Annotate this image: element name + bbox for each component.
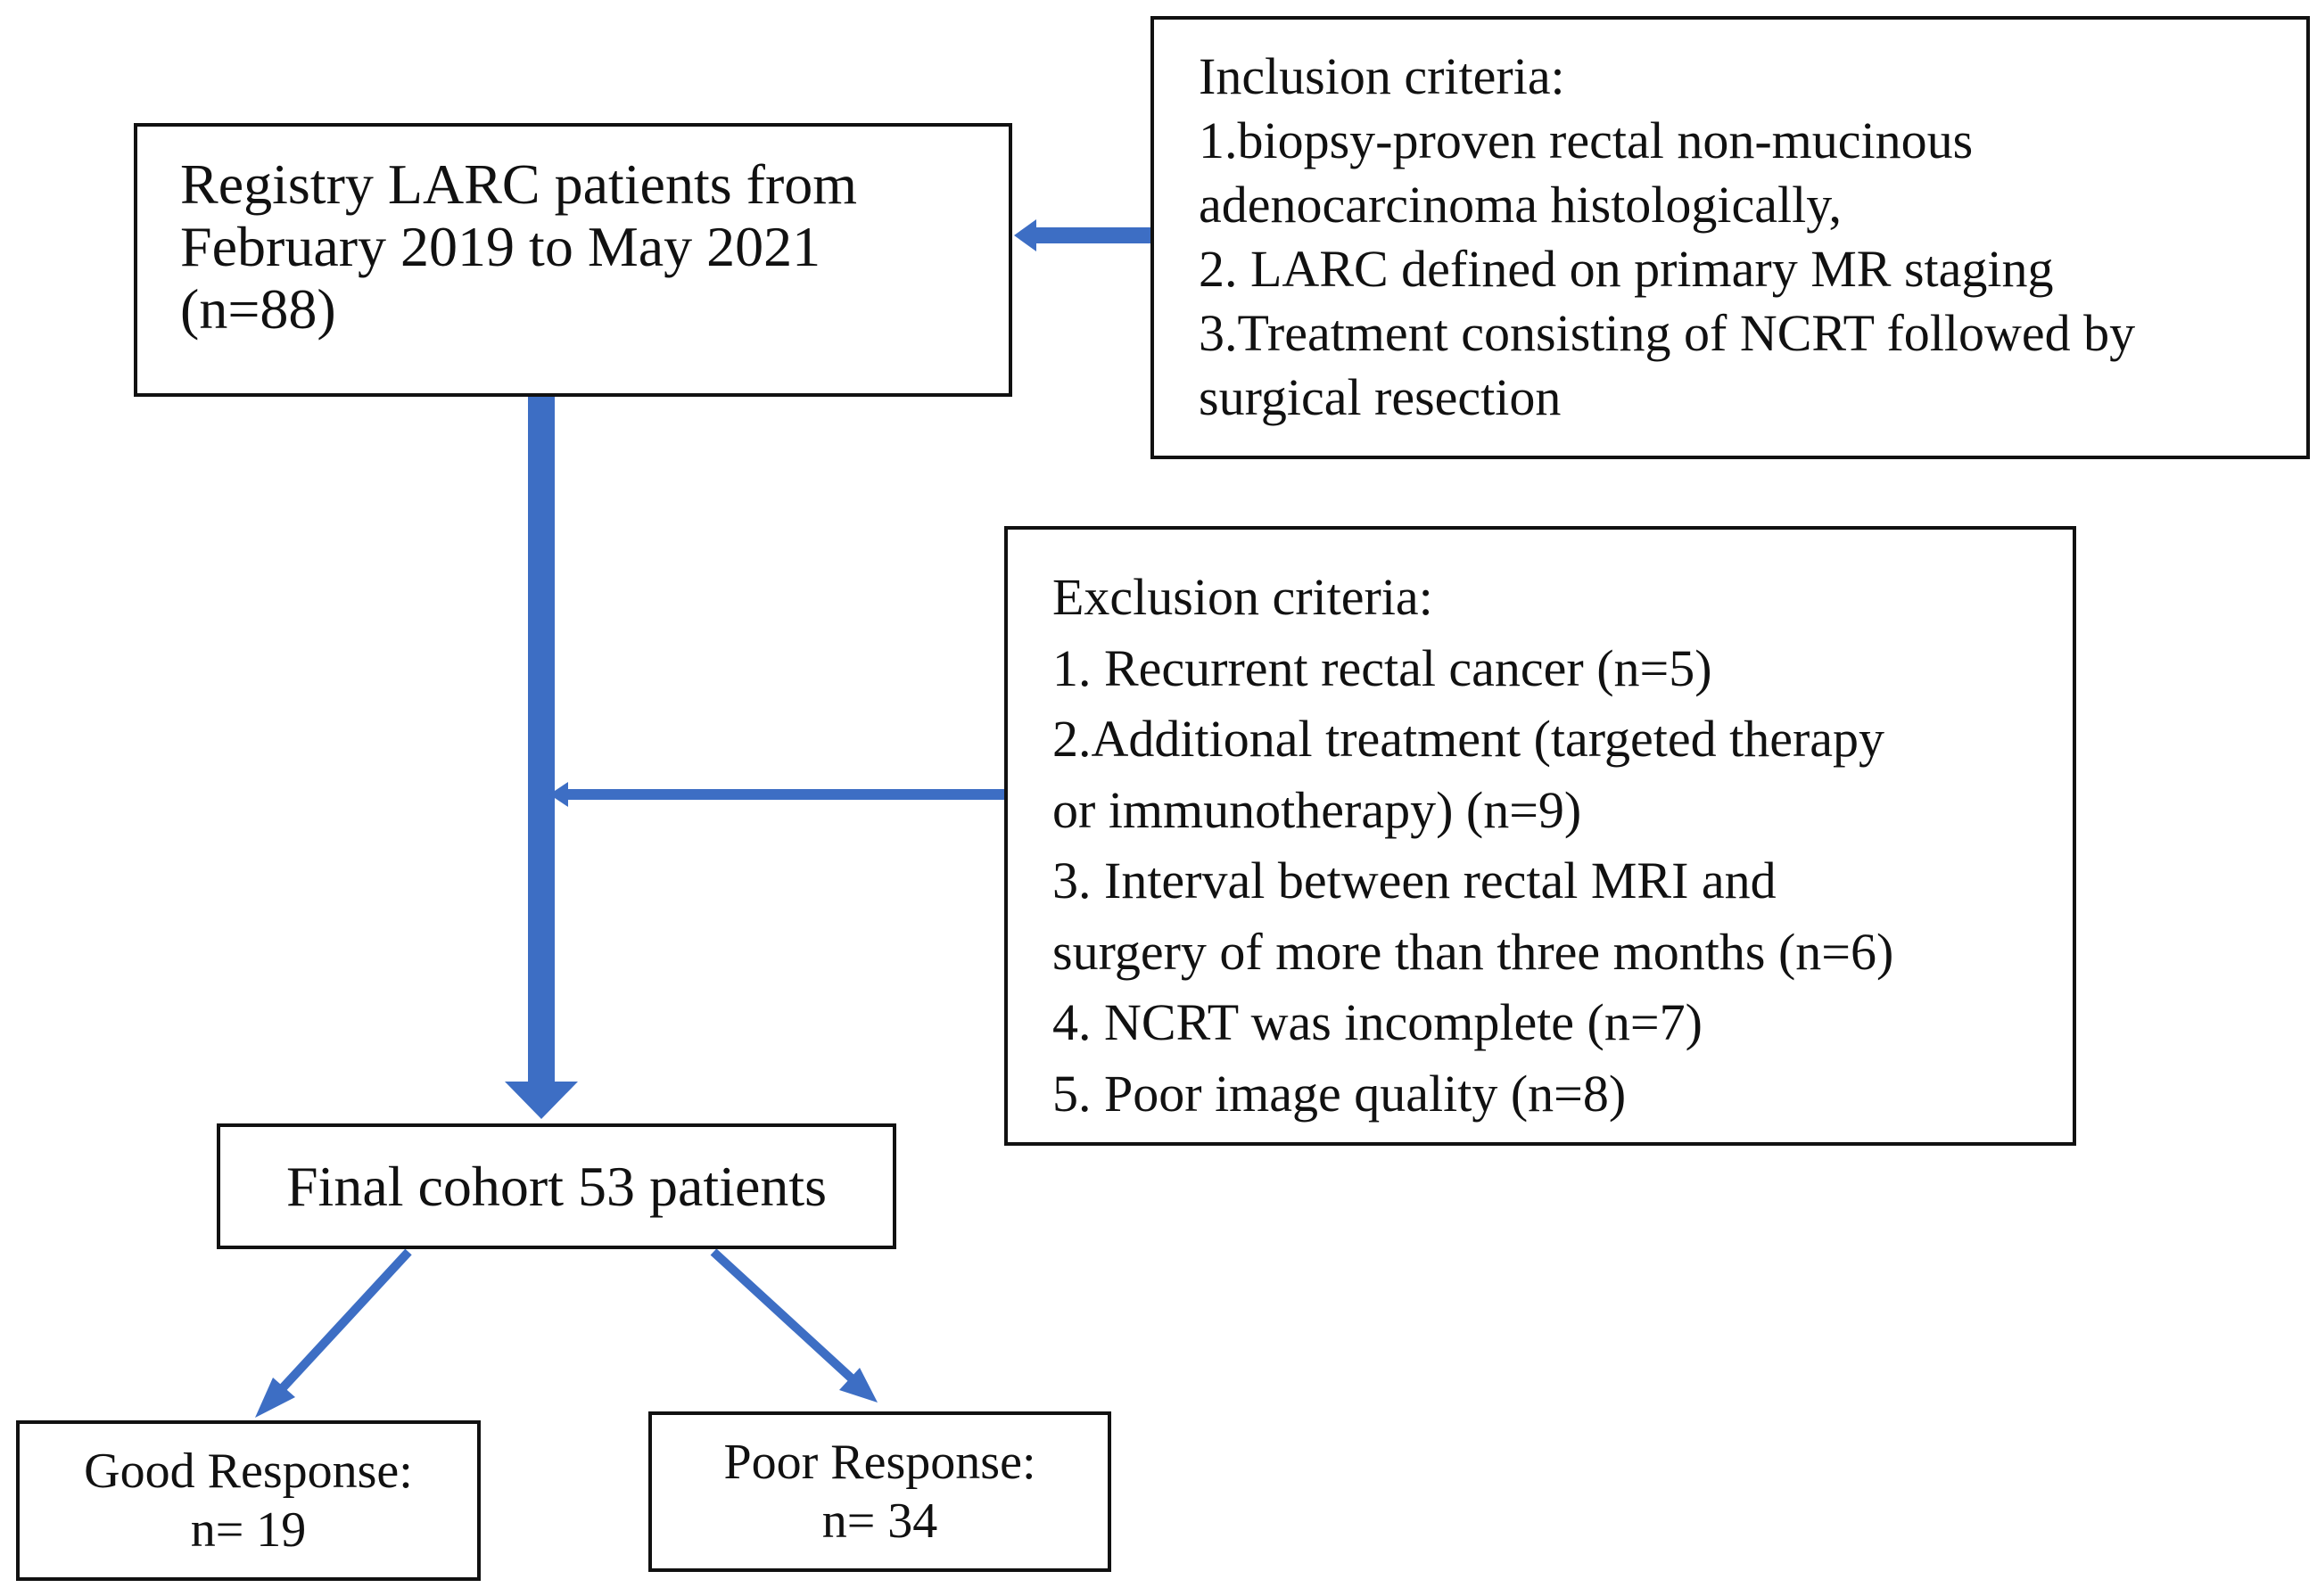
inclusion-line: 3.Treatment consisting of NCRT followed … bbox=[1199, 304, 2136, 362]
poor-response-arrow-head bbox=[839, 1368, 878, 1403]
registry-line: February 2019 to May 2021 bbox=[180, 215, 821, 278]
registry-line: (n=88) bbox=[180, 277, 336, 341]
inclusion-criteria-box: Inclusion criteria: 1.biopsy-proven rect… bbox=[1150, 16, 2310, 459]
inclusion-line: surgical resection bbox=[1199, 368, 1562, 426]
exclusion-arrow-head bbox=[549, 782, 568, 807]
good-response-count: n= 19 bbox=[190, 1502, 307, 1558]
inclusion-line: 1.biopsy-proven rectal non-mucinous bbox=[1199, 111, 1974, 169]
exclusion-arrow-shaft bbox=[566, 789, 1004, 800]
good-response-box: Good Response: n= 19 bbox=[16, 1420, 481, 1581]
registry-box: Registry LARC patients from February 201… bbox=[134, 123, 1012, 397]
inclusion-line: 2. LARC defined on primary MR staging bbox=[1199, 240, 2054, 298]
poor-response-count: n= 34 bbox=[821, 1493, 938, 1549]
inclusion-arrow-shaft bbox=[1035, 227, 1150, 243]
final-cohort-box: Final cohort 53 patients bbox=[217, 1123, 896, 1249]
poor-response-box: Poor Response: n= 34 bbox=[648, 1411, 1111, 1572]
good-response-arrow-head bbox=[255, 1378, 295, 1418]
poor-response-arrow-shaft bbox=[710, 1248, 857, 1384]
exclusion-line: surgery of more than three months (n=6) bbox=[1052, 922, 1894, 981]
exclusion-line: 3. Interval between rectal MRI and bbox=[1052, 851, 1777, 909]
final-cohort-label: Final cohort 53 patients bbox=[285, 1154, 828, 1218]
main-flow-arrow-head bbox=[505, 1082, 578, 1119]
exclusion-line: 5. Poor image quality (n=8) bbox=[1052, 1064, 1627, 1123]
inclusion-heading: Inclusion criteria: bbox=[1199, 47, 1565, 105]
good-response-arrow-shaft bbox=[275, 1248, 412, 1396]
exclusion-criteria-box: Exclusion criteria: 1. Recurrent rectal … bbox=[1004, 526, 2076, 1146]
exclusion-line: 1. Recurrent rectal cancer (n=5) bbox=[1052, 638, 1712, 697]
exclusion-heading: Exclusion criteria: bbox=[1052, 568, 1433, 626]
exclusion-line: 4. NCRT was incomplete (n=7) bbox=[1052, 993, 1703, 1051]
inclusion-line: adenocarcinoma histologically, bbox=[1199, 176, 1842, 234]
exclusion-line: or immunotherapy) (n=9) bbox=[1052, 780, 1582, 839]
exclusion-line: 2.Additional treatment (targeted therapy bbox=[1052, 710, 1885, 768]
registry-line: Registry LARC patients from bbox=[180, 152, 858, 216]
inclusion-arrow-head bbox=[1014, 219, 1036, 251]
poor-response-label: Poor Response: bbox=[723, 1435, 1036, 1490]
good-response-label: Good Response: bbox=[84, 1444, 413, 1499]
main-flow-arrow-shaft bbox=[528, 397, 555, 1083]
